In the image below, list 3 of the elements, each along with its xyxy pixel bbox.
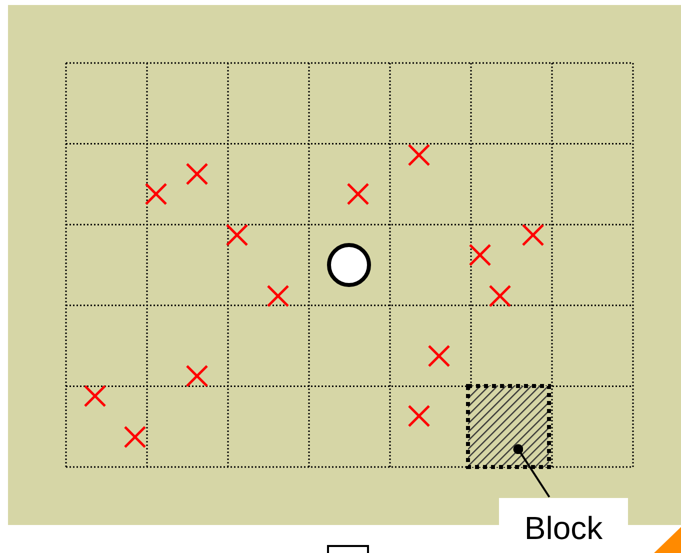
block-label: Block [524,512,603,544]
leader-line [513,444,550,498]
hatched-block [466,384,551,469]
